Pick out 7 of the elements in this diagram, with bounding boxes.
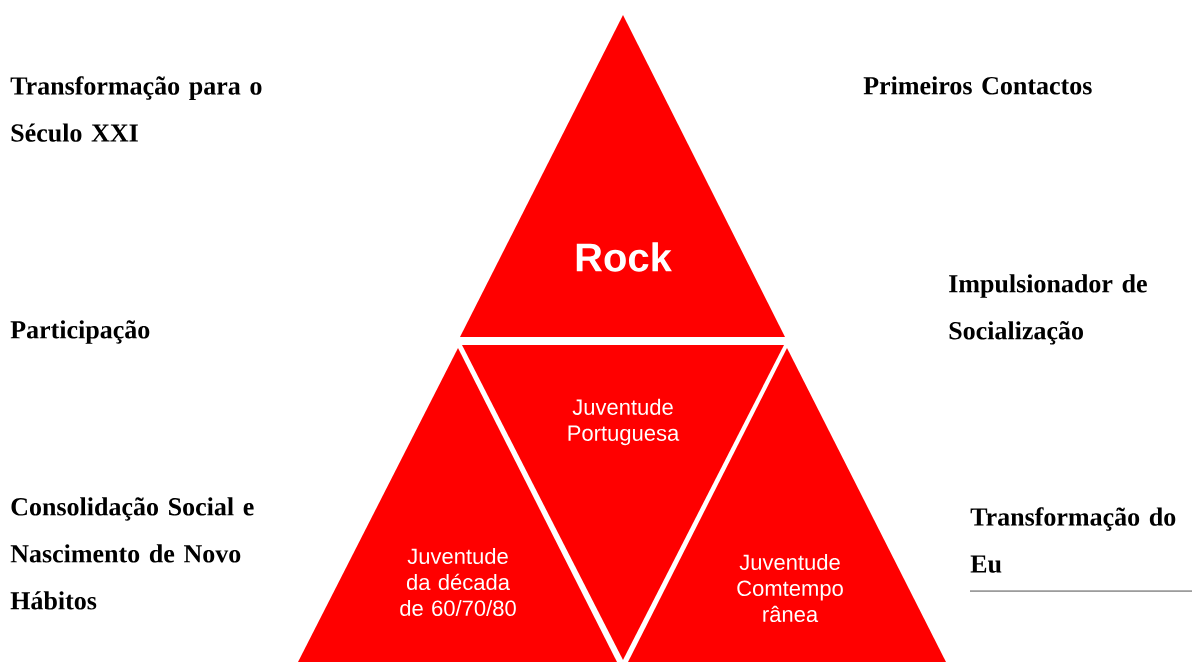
side-label: Primeiros Contactos	[863, 76, 1092, 95]
side-label: Transformação para o Século XXI	[10, 76, 262, 142]
side-label: Impulsionador de Socialização	[949, 274, 1147, 345]
side-label: Transformação do Eu	[970, 507, 1176, 573]
side-label: Consolidação Social e Nascimento de Novo Hábitos	[10, 497, 254, 610]
triangle: Rock	[460, 15, 785, 337]
side-label: Participação	[10, 320, 150, 344]
